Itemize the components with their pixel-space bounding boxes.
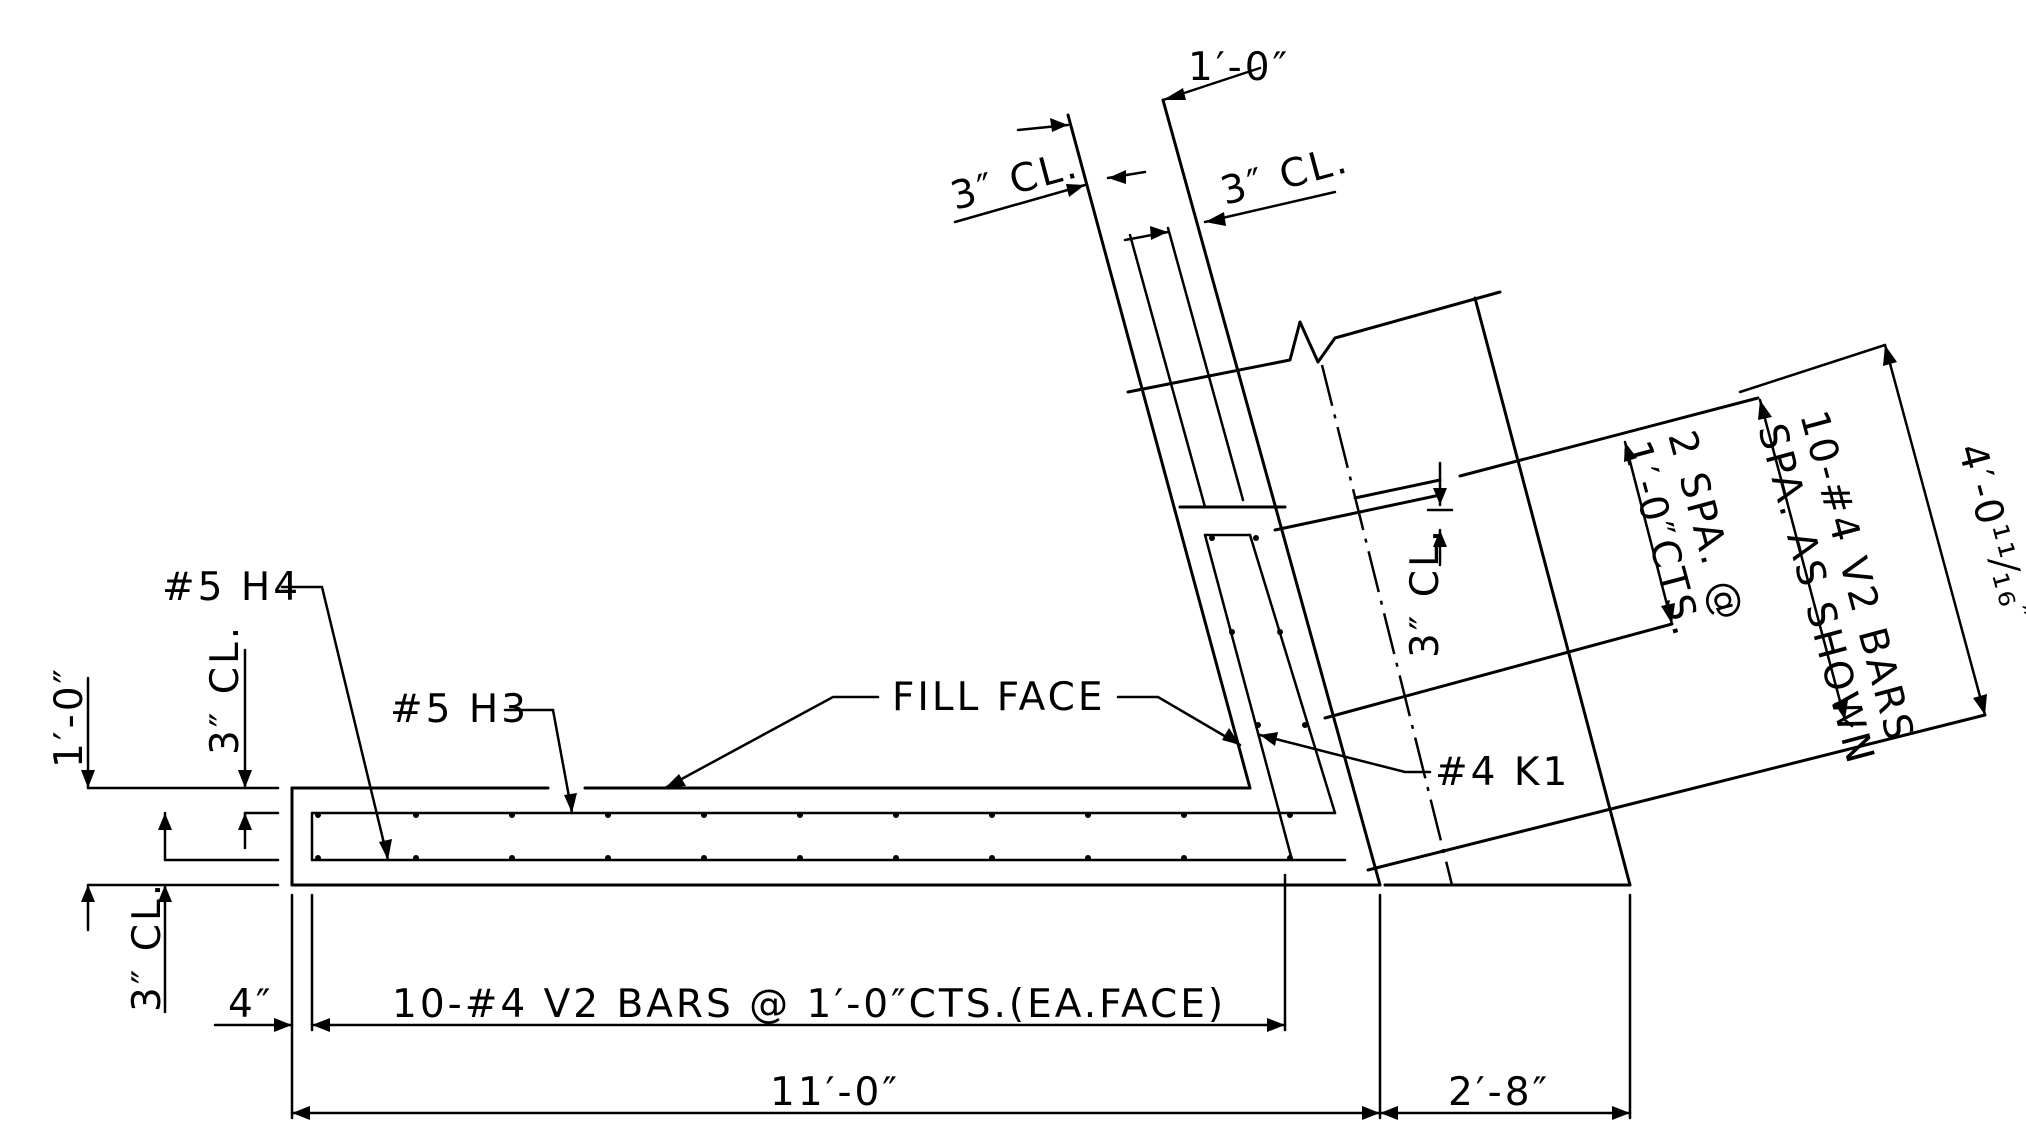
- base-rebar-dots: [315, 812, 1293, 861]
- label-clear-cover-left-top: 3″ CL.: [946, 142, 1084, 219]
- label-bar-h3: #5 H3: [390, 687, 529, 732]
- inclined-wall-outline: [1066, 98, 1382, 887]
- base-slab-outline: [290, 786, 1382, 887]
- label-sloped-length: 4′-0¹¹⁄₁₆″: [1948, 439, 2026, 630]
- label-clear-cover-base-bottom: 3″ CL.: [125, 881, 170, 1012]
- wingwall-elevation: [1126, 290, 1987, 887]
- label-clear-cover-base-top: 3″ CL.: [203, 624, 248, 755]
- inclined-wall-dots: [1209, 535, 1308, 728]
- label-base-length: 11′-0″: [770, 1070, 900, 1115]
- base-rebar-lines: [310, 811, 1347, 862]
- label-bar-h4: #5 H4: [162, 565, 301, 610]
- label-base-thickness: 1′-0″: [47, 666, 92, 768]
- label-toe-length: 2′-8″: [1448, 1070, 1550, 1115]
- top-dimensions: [953, 66, 1337, 242]
- sloped-dimensions: [1426, 343, 1987, 728]
- inclined-wall-rebar: [1128, 226, 1337, 862]
- label-clear-cover-wall-vertical: 3″ CL.: [1403, 527, 1448, 658]
- label-end-offset: 4″: [228, 982, 273, 1027]
- left-dimensions: [81, 648, 280, 1014]
- bottom-dimensions: [213, 873, 1632, 1120]
- label-bar-k1: #4 K1: [1435, 750, 1570, 795]
- label-wall-thickness: 1′-0″: [1188, 45, 1290, 90]
- label-fill-face: FILL FACE: [892, 675, 1106, 720]
- label-leaders: [280, 585, 1432, 862]
- label-v2-bars-base: 10-#4 V2 BARS @ 1′-0″CTS.(EA.FACE): [392, 982, 1226, 1027]
